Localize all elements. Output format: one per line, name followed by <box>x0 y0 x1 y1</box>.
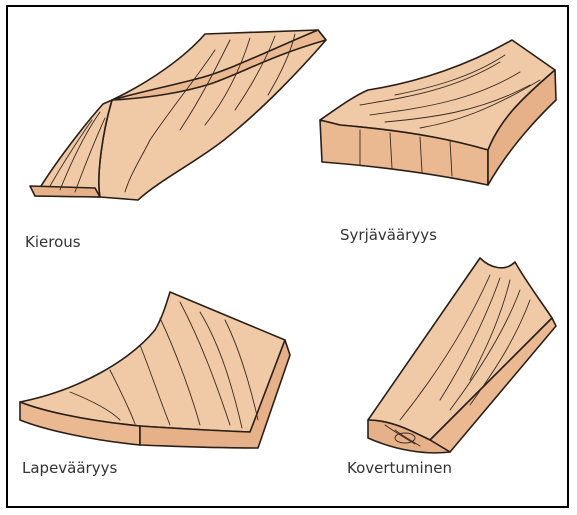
twist-board-tail-edge <box>30 186 100 197</box>
bow-label: Lapevääryys <box>22 459 117 477</box>
cup-board-illustration <box>368 258 556 453</box>
crook-label: Syrjävääryys <box>340 226 437 244</box>
cup-label: Kovertuminen <box>347 459 452 477</box>
crook-board-illustration <box>320 40 556 185</box>
bow-board-illustration <box>20 292 290 448</box>
twist-label: Kierous <box>25 233 81 251</box>
twist-board-illustration <box>30 30 326 200</box>
bow-board-top <box>20 292 285 432</box>
